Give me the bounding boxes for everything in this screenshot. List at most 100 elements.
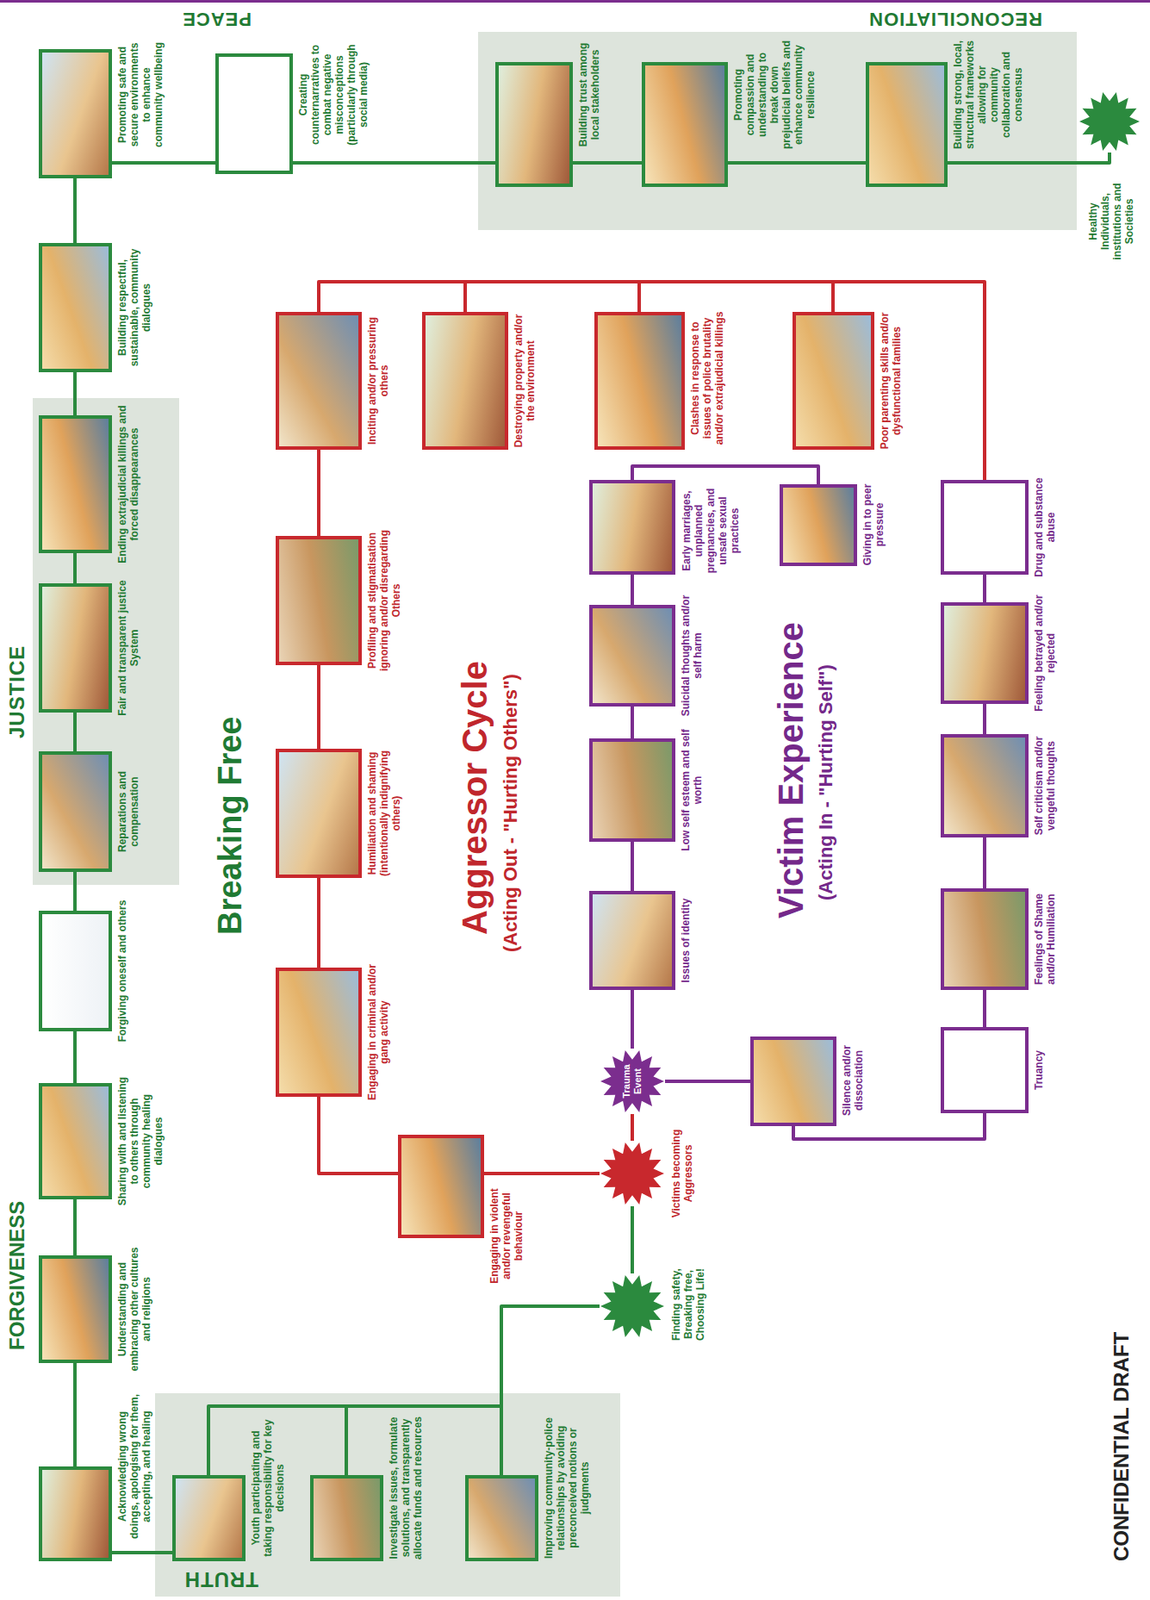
connector-line xyxy=(982,837,987,889)
picture-box: Engaging in violent and/or revengeful be… xyxy=(397,1134,485,1238)
caption-text: Building strong, local, structural frame… xyxy=(951,39,1025,150)
section-label: CONFIDENTIAL DRAFT xyxy=(1109,1331,1134,1561)
picture-box: Silence and/or dissociation xyxy=(750,1036,837,1126)
star-caption: Victims becoming Aggressors xyxy=(670,1125,695,1221)
picture-box: Feeling betrayed and/or rejected xyxy=(940,602,1029,704)
connector-line xyxy=(572,161,642,165)
caption-text: Investigate issues, formulate solutions,… xyxy=(387,1414,424,1561)
star-shape xyxy=(599,1140,666,1206)
star-outline xyxy=(600,1142,665,1205)
section-band: RECONCILIATIONBuilding trust among local… xyxy=(478,31,1077,230)
caption-text: Issues of identity xyxy=(679,879,692,1001)
caption-text: Engaging in criminal and/or gang activit… xyxy=(366,956,391,1108)
caption-text: Suicidal thoughts and/or self harm xyxy=(679,593,704,718)
caption-text: Sharing with and listening to others thr… xyxy=(116,1071,165,1211)
section-label: (Acting Out - "Hurting Others") xyxy=(499,673,522,952)
picture-box: Poor parenting skills and/or dysfunction… xyxy=(792,311,875,450)
picture-box: Inciting and/or pressuring others xyxy=(275,311,362,450)
caption-text: Fair and transparent justice System xyxy=(116,571,141,724)
connector-line xyxy=(465,281,640,312)
section-label: FORGIVENESS xyxy=(5,1200,30,1350)
picture-box: Self criticism and/or vengeful thoughts xyxy=(940,733,1029,838)
caption-text: Improving community-police relationships… xyxy=(542,1414,591,1561)
star-node: Finding safety, Breaking free, Choosing … xyxy=(599,1273,666,1339)
picture-box: Reparations and compensation xyxy=(38,751,112,872)
connector-line xyxy=(630,574,635,605)
star-caption: Healthy Individuals, institutions and So… xyxy=(1087,174,1136,269)
caption-text: Feeling betrayed and/or rejected xyxy=(1032,590,1057,715)
caption-text: Forgiving oneself and others xyxy=(116,899,129,1043)
caption-text: Truancy xyxy=(1032,1015,1045,1125)
connector-line xyxy=(639,281,833,312)
picture-box: Destroying property and/or the environme… xyxy=(422,311,509,450)
diagram-heading: Victim Experience xyxy=(770,621,811,919)
caption-text: Promoting safe and secure environments t… xyxy=(116,39,165,150)
connector-line xyxy=(630,706,635,739)
connector-line xyxy=(630,1205,635,1274)
connector-line xyxy=(317,449,321,536)
connector-line xyxy=(630,989,635,1049)
picture-box: Building trust among local stakeholders xyxy=(495,62,573,187)
picture-box: Understanding and embracing other cultur… xyxy=(38,1255,112,1363)
caption-text: Drug and substance abuse xyxy=(1032,468,1057,586)
connector-line xyxy=(982,989,987,1027)
star-outline xyxy=(600,1050,665,1113)
caption-text: Building respectful, sustainable, commun… xyxy=(116,231,153,384)
connector-line xyxy=(73,178,77,243)
connector-line xyxy=(630,841,635,891)
diagram-heading: Aggressor Cycle xyxy=(454,660,495,935)
connector-line xyxy=(73,1362,77,1467)
connector-line xyxy=(630,1113,635,1141)
star-node: Healthy Individuals, institutions and So… xyxy=(1078,90,1141,153)
caption-text: Reparations and compensation xyxy=(116,739,141,883)
picture-box: Feelings of Shame and/or Humiliation xyxy=(940,888,1029,990)
section-label: RECONCILIATION xyxy=(868,8,1043,31)
star-node: Trauma Event xyxy=(599,1048,666,1114)
picture-box: Building respectful, sustainable, commun… xyxy=(38,242,112,373)
caption-text: Ending extrajudicial killings and forced… xyxy=(116,404,141,565)
picture-box: Clashes in response to issues of police … xyxy=(594,311,685,450)
picture-box: Building strong, local, structural frame… xyxy=(865,62,948,187)
section-label: JUSTICE xyxy=(5,645,30,739)
picture-box: Acknowledging wrong doings, apologising … xyxy=(38,1466,112,1561)
caption-text: Self criticism and/or vengeful thoughts xyxy=(1032,722,1057,849)
section-band: JUSTICEReparations and compensationFair … xyxy=(32,397,180,885)
picture-box: Engaging in criminal and/or gang activit… xyxy=(275,967,362,1097)
connector-line xyxy=(73,1031,77,1083)
picture-box: Fair and transparent justice System xyxy=(38,583,112,713)
star-outline xyxy=(600,1274,665,1337)
connector-line xyxy=(982,574,987,603)
picture-box: Giving in to peer pressure xyxy=(779,484,858,566)
picture-box: Humiliation and shaming (intentionally i… xyxy=(275,748,362,878)
band-fill xyxy=(32,397,180,885)
caption-text: Acknowledging wrong doings, apologising … xyxy=(116,1392,153,1540)
picture-box: Early marriages, unplanned pregnancies, … xyxy=(589,479,676,575)
connector-line xyxy=(727,161,866,165)
star-text: Trauma Event xyxy=(621,1059,644,1103)
star-shape xyxy=(1078,90,1141,153)
connector-line xyxy=(111,161,216,165)
picture-box: Forgiving oneself and others xyxy=(38,910,112,1032)
picture-box: Youth participating and taking responsib… xyxy=(172,1474,246,1561)
caption-text: Creating counternarratives to combat neg… xyxy=(297,39,370,150)
band-fill xyxy=(155,1392,621,1597)
picture-box: Low self esteem and self worth xyxy=(589,738,676,842)
connector-line xyxy=(73,372,77,416)
caption-text: Low self esteem and self worth xyxy=(679,727,704,853)
picture-box: Investigate issues, formulate solutions,… xyxy=(310,1474,384,1561)
connector-line xyxy=(346,1405,502,1475)
star-caption: Finding safety, Breaking free, Choosing … xyxy=(670,1256,707,1352)
picture-box: Promoting safe and secure environments t… xyxy=(38,49,112,179)
picture-box: Sharing with and listening to others thr… xyxy=(38,1082,112,1200)
picture-box: Issues of identity xyxy=(589,890,676,990)
caption-text: Inciting and/or pressuring others xyxy=(366,307,391,454)
diagram-heading: Breaking Free xyxy=(211,716,250,935)
empty-picture-box: Creating counternarratives to combat neg… xyxy=(215,53,293,175)
caption-text: Engaging in violent and/or revengeful be… xyxy=(488,1181,525,1290)
connector-line xyxy=(982,703,987,734)
empty-picture-box: Truancy xyxy=(940,1026,1029,1113)
picture-box: Suicidal thoughts and/or self harm xyxy=(589,604,676,707)
connector-line xyxy=(111,1550,173,1555)
